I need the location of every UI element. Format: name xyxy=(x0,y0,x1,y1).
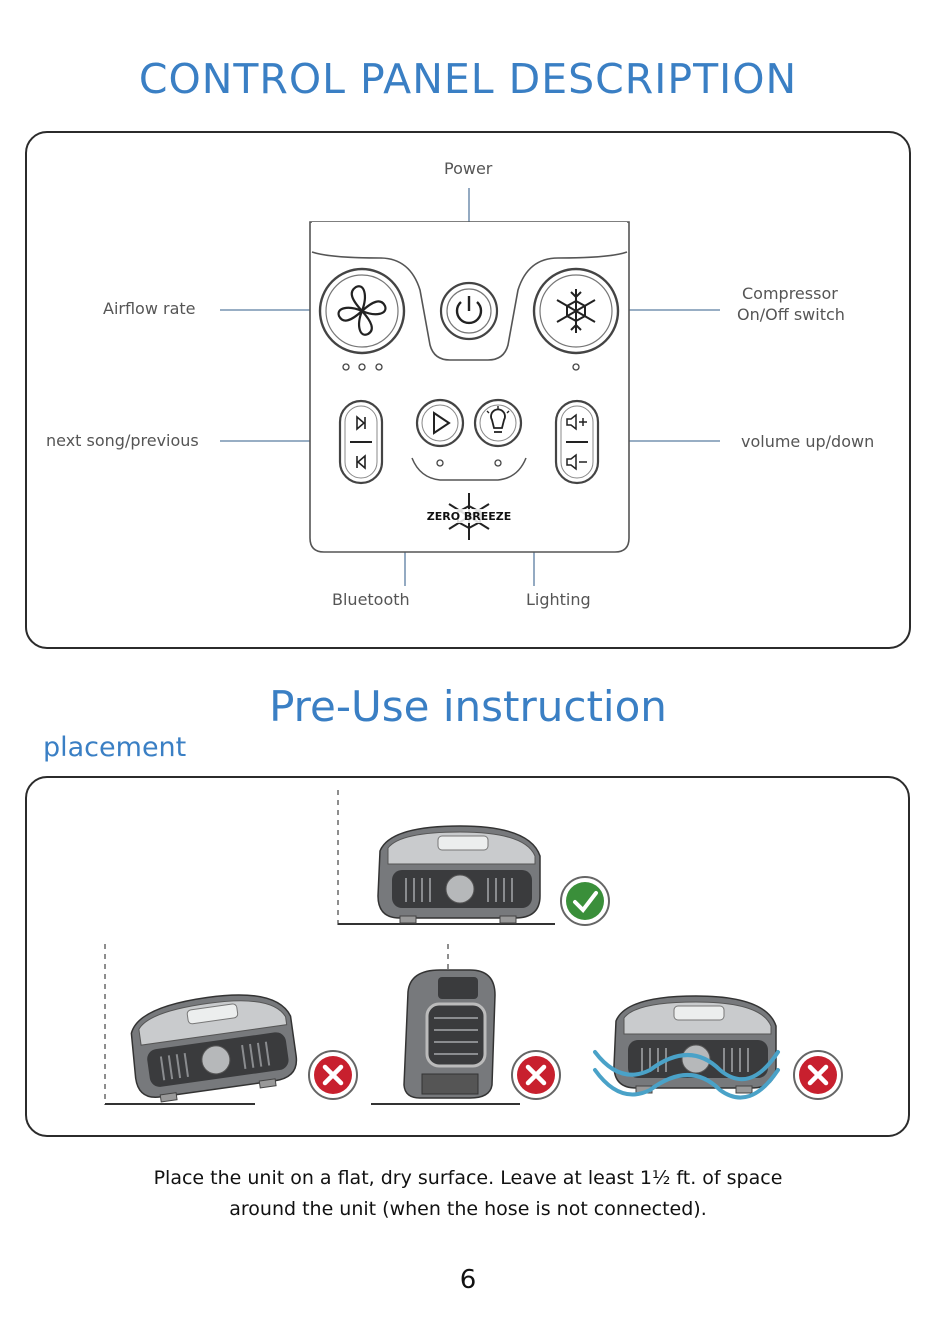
placement-illustration xyxy=(0,770,936,1150)
snowflake-icon xyxy=(534,269,618,353)
volume-icon xyxy=(556,401,598,483)
cross-icon xyxy=(309,1051,357,1099)
svg-text:ZERO BREEZE: ZERO BREEZE xyxy=(427,510,512,523)
placement-heading: placement xyxy=(43,732,186,763)
track-skip-icon xyxy=(340,401,382,483)
bluetooth-play-icon xyxy=(417,400,463,446)
control-panel-illustration: ZERO BREEZE xyxy=(0,0,936,660)
page-number: 6 xyxy=(0,1265,936,1295)
light-bulb-icon xyxy=(475,400,521,446)
check-icon xyxy=(561,877,609,925)
fan-icon xyxy=(320,269,404,353)
cross-icon xyxy=(794,1051,842,1099)
cross-icon xyxy=(512,1051,560,1099)
instruction-line-1: Place the unit on a flat, dry surface. L… xyxy=(0,1167,936,1189)
unit-on-side xyxy=(404,970,495,1098)
pre-use-title: Pre-Use instruction xyxy=(0,682,936,731)
instruction-line-2: around the unit (when the hose is not co… xyxy=(0,1198,936,1220)
power-button-icon xyxy=(441,283,497,339)
